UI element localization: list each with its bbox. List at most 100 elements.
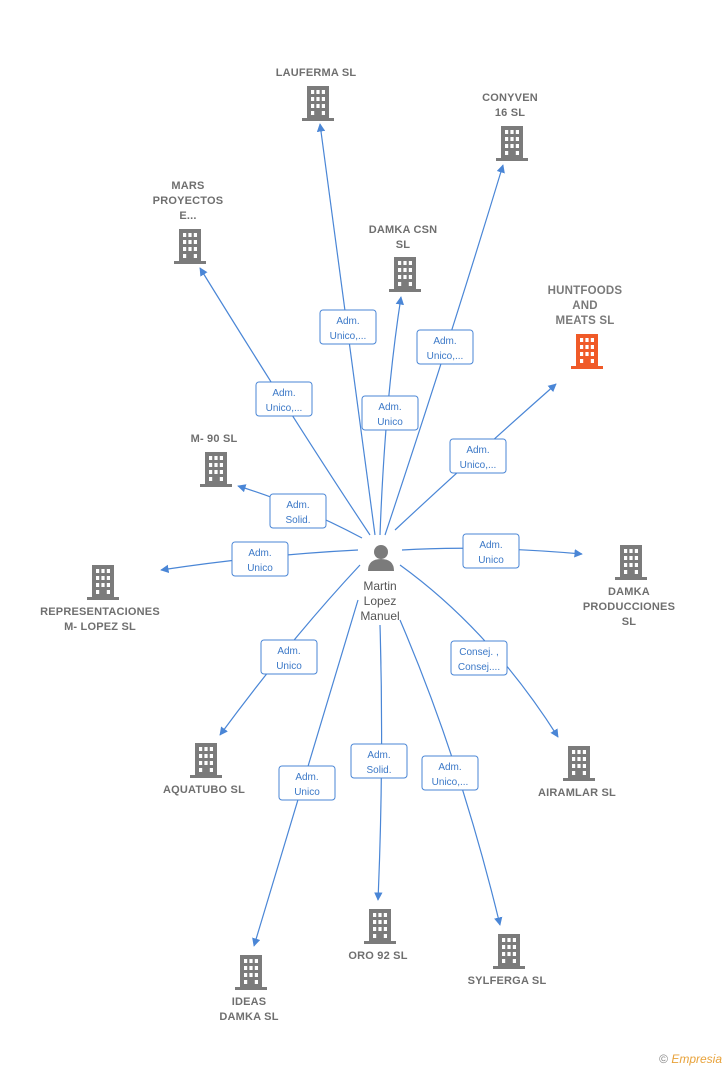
company-name-line: M- LOPEZ SL [64,621,136,633]
person-name-line-3: Manuel [360,609,399,623]
company-name-line: MARS [171,180,204,192]
relation-label[interactable]: Adm. Unico [278,765,336,801]
building-icon [302,86,334,121]
footer-brand: © Empresia [659,1052,722,1066]
relation-text: Unico,... [432,777,469,788]
company-node-airamlar[interactable]: AIRAMLAR SL [538,746,616,799]
company-name-line: LAUFERMA SL [276,67,357,79]
relation-label[interactable]: Adm. Unico,... [449,438,507,474]
building-icon [389,257,421,292]
person-name-line-1: Martin [363,579,396,593]
edge-airamlar: Consej. ,Consej.... [399,564,559,738]
relation-label[interactable]: Adm. Unico,... [416,329,474,365]
company-name-line: ORO 92 SL [348,950,407,962]
relation-text: Adm. [272,388,295,399]
relation-label[interactable]: Adm. Unico [462,533,520,569]
company-name-line: SYLFERGA SL [468,975,547,987]
edge-damka-producciones: Adm. Unico [401,533,583,569]
company-name-line: 16 SL [495,107,525,119]
relation-text: Consej.... [458,662,500,673]
company-name-line: E... [179,210,196,222]
edge-mars: Adm.Unico,... [199,267,371,536]
relation-label[interactable]: Adm. Unico [231,541,289,577]
building-icon [496,126,528,161]
copyright-icon: © [659,1052,668,1066]
company-node-lauferma[interactable]: LAUFERMA SL [276,67,357,121]
building-icon [190,743,222,778]
building-icon [174,229,206,264]
building-icon [200,452,232,487]
relation-text: Unico [276,661,302,672]
relation-text: Adm. [479,540,502,551]
company-name-line: SL [396,239,411,251]
relation-text: Adm. [286,500,309,511]
company-name-line: SL [622,616,637,628]
relation-label[interactable]: Adm.Unico,... [319,309,377,345]
building-icon [235,955,267,990]
relation-label[interactable]: Adm.Unico,... [255,381,313,417]
company-name-line: M- 90 SL [191,433,238,445]
relation-label[interactable]: Consej. ,Consej.... [450,640,508,676]
relation-text: Solid. [285,515,310,526]
relation-text: Unico,... [427,351,464,362]
relation-text: Adm. [466,445,489,456]
edge-huntfoods: Adm. Unico,... [394,383,557,531]
relation-text: Adm. [277,646,300,657]
relation-text: Adm. [438,762,461,773]
edge-oro92: Adm.Solid. [350,624,408,901]
relation-text: Adm. [336,316,359,327]
relation-text: Unico [247,563,273,574]
company-name-line: AQUATUBO SL [163,784,245,796]
relation-label[interactable]: Adm. Unico,... [421,755,479,791]
company-node-oro92[interactable]: ORO 92 SL [348,909,408,962]
relation-text: Adm. [378,402,401,413]
relation-text: Adm. [248,548,271,559]
building-icon [615,545,647,580]
company-name-line: IDEAS [232,996,267,1008]
company-node-damka-csn[interactable]: DAMKA CSN SL [369,224,438,292]
company-name-line: AND [572,300,598,312]
company-name-line: DAMKA [608,586,650,598]
relation-label[interactable]: Adm.Solid. [350,743,408,779]
relation-text: Unico,... [460,460,497,471]
relation-text: Solid. [366,765,391,776]
company-name-line: PROYECTOS [153,195,224,207]
company-name-line: DAMKA CSN [369,224,438,236]
brand-logo: Empresia [671,1052,722,1066]
company-name-line: HUNTFOODS [548,285,623,297]
person-icon [368,545,394,571]
company-node-aquatubo[interactable]: AQUATUBO SL [163,743,245,796]
building-icon [493,934,525,969]
relation-label[interactable]: Adm. Unico [260,639,318,675]
building-icon [571,334,603,369]
edge-conyven: Adm. Unico,... [384,164,505,536]
building-icon [364,909,396,944]
relation-text: Adm. [433,336,456,347]
company-name-line: REPRESENTACIONES [40,606,160,618]
relation-text: Unico [294,787,320,798]
relation-text: Adm. [295,772,318,783]
edge-ideas-damka: Adm. Unico [252,599,359,947]
edge-representaciones: Adm. Unico [160,541,359,577]
edge-aquatubo: Adm. Unico [219,564,361,736]
company-node-conyven[interactable]: CONYVEN 16 SL [482,92,538,161]
relation-label[interactable]: Adm. Unico [361,395,419,431]
person-node[interactable]: Martin Lopez Manuel [360,545,400,623]
edge-m90: Adm. Solid. [237,484,363,539]
company-name-line: CONYVEN [482,92,538,104]
company-node-mars[interactable]: MARS PROYECTOS E... [153,180,224,264]
building-icon [563,746,595,781]
company-node-sylferga[interactable]: SYLFERGA SL [468,934,547,987]
company-node-representaciones[interactable]: REPRESENTACIONES M- LOPEZ SL [40,565,160,633]
relation-text: Unico [478,555,504,566]
company-name-line: AIRAMLAR SL [538,787,616,799]
relation-label[interactable]: Adm. Solid. [269,493,327,529]
company-node-m90[interactable]: M- 90 SL [191,433,238,487]
building-icon [87,565,119,600]
relation-text: Unico [377,417,403,428]
edge-damka-csn: Adm. Unico [361,296,419,536]
